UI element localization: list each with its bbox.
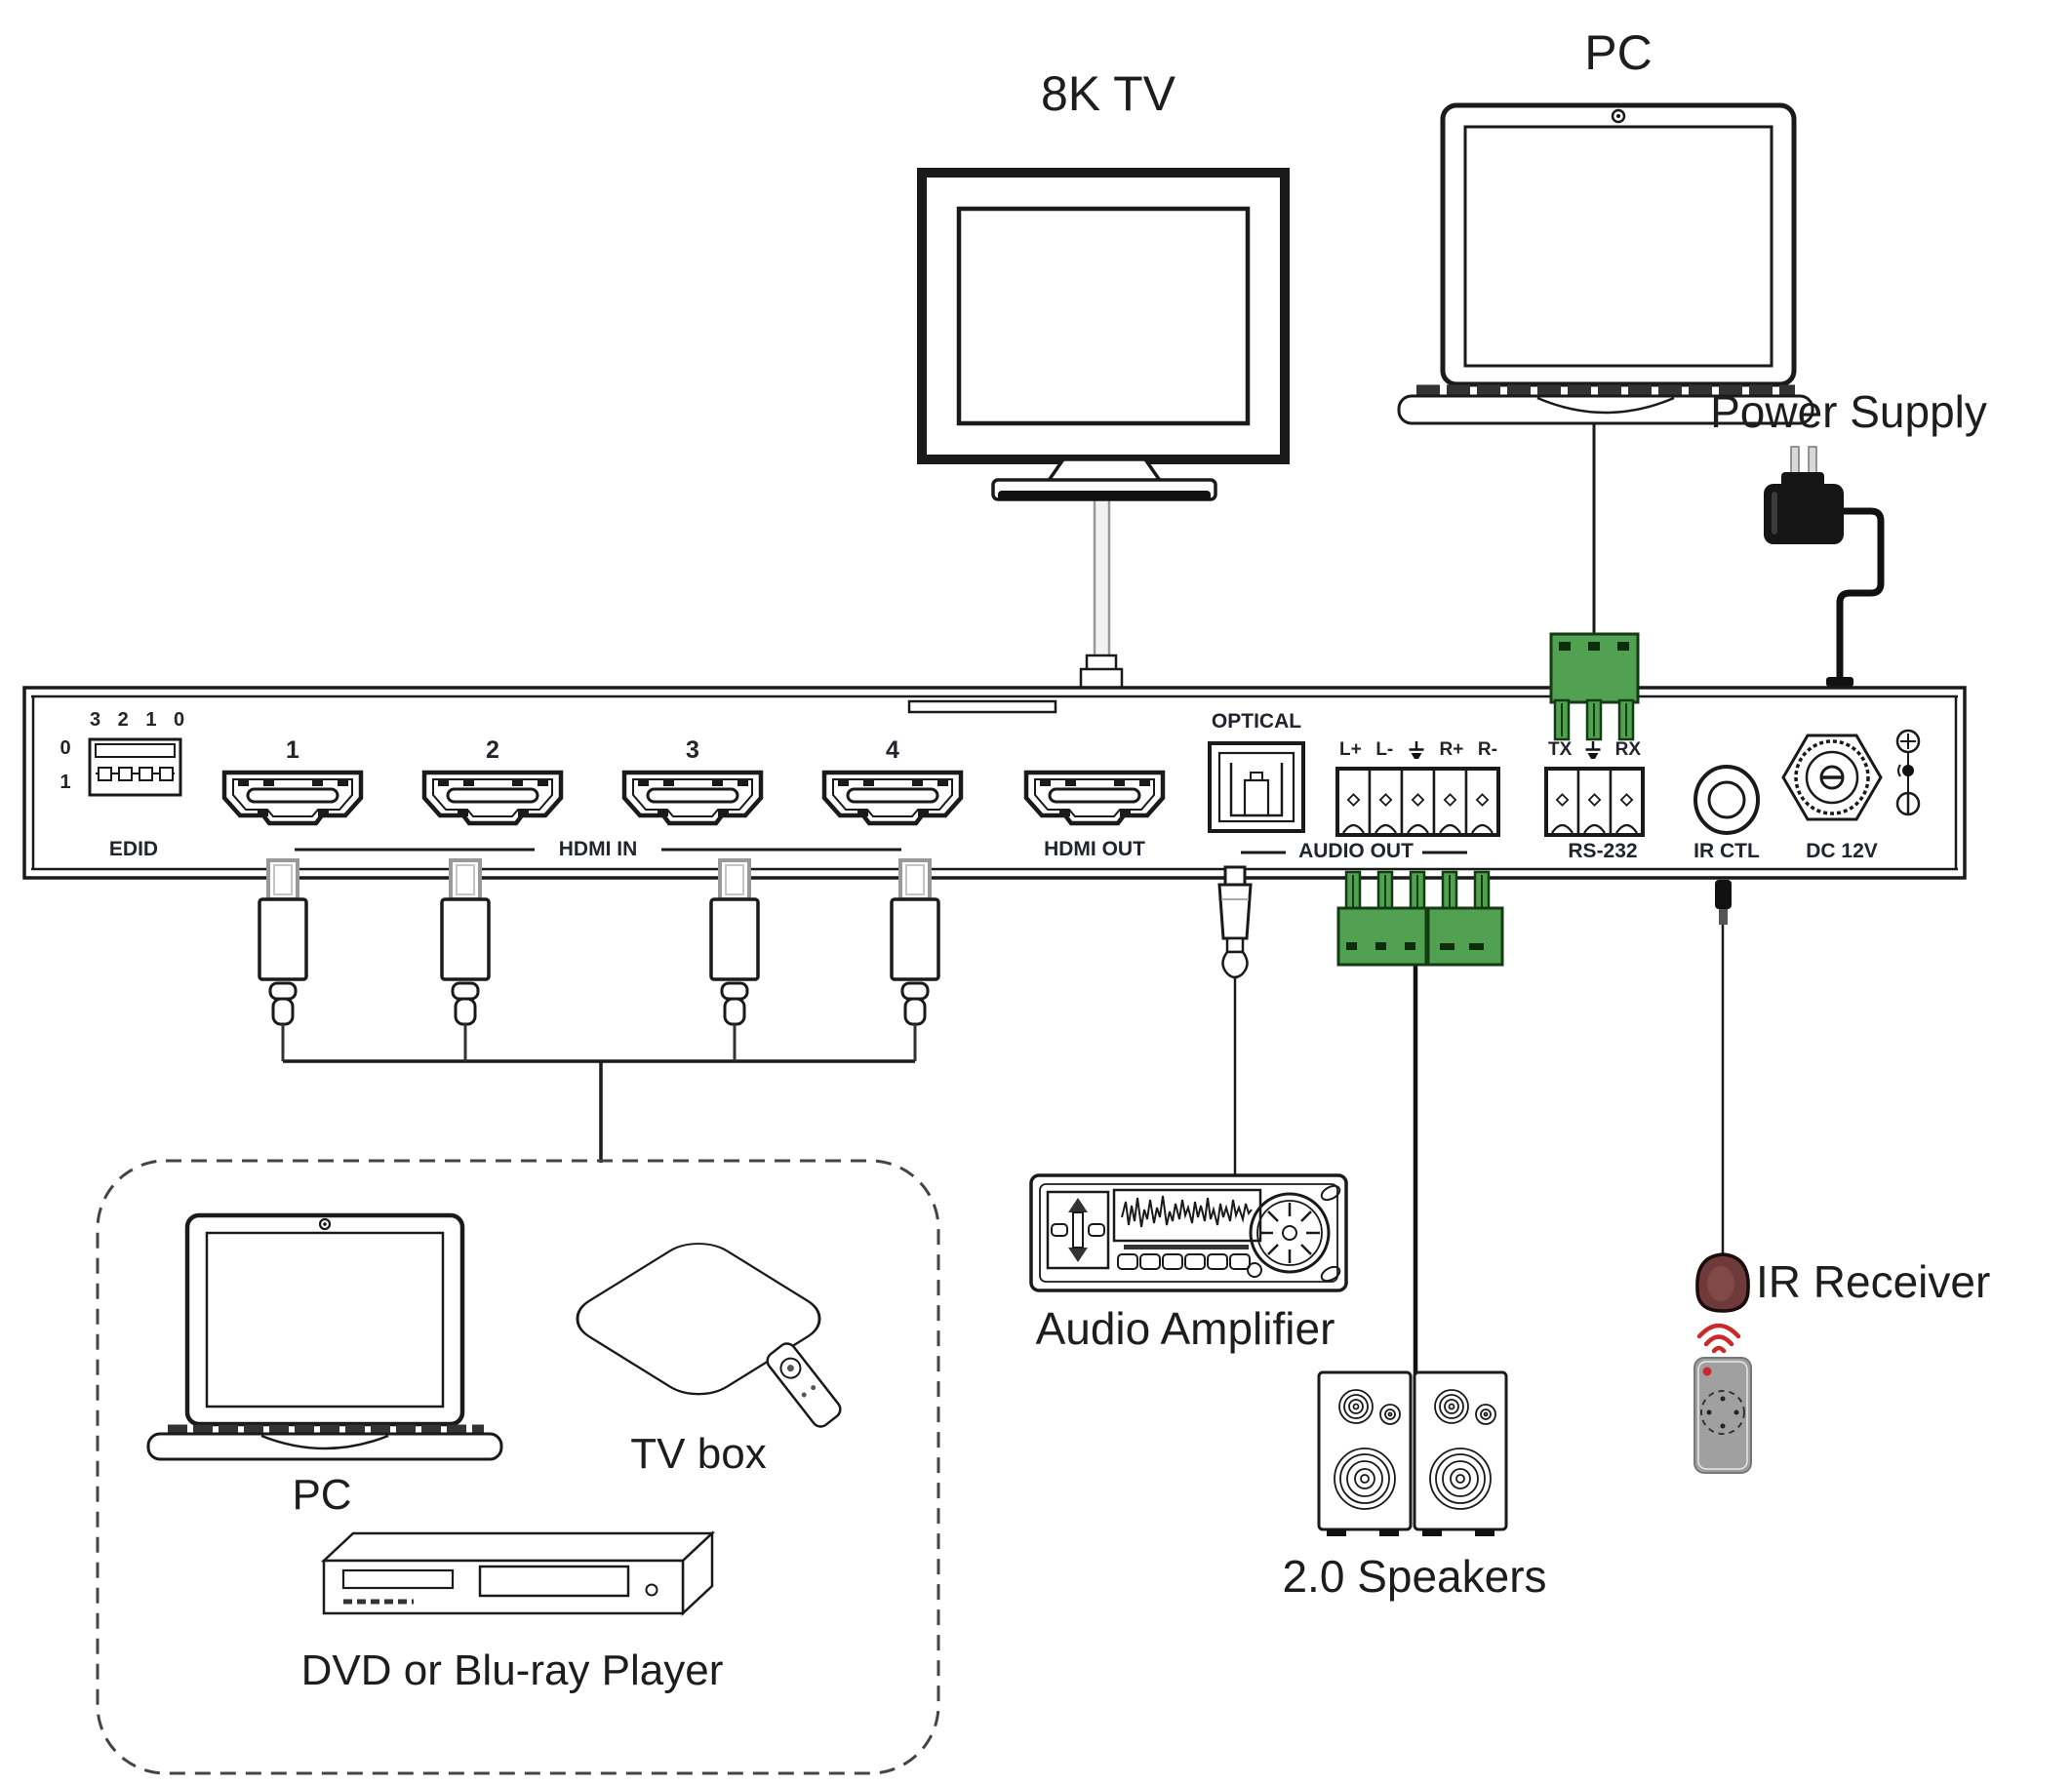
- port-number-3: 3: [686, 736, 699, 764]
- sources-group-box: [96, 1159, 940, 1775]
- pin-rx: RX: [1614, 739, 1641, 760]
- edid-dip-switch: [88, 737, 182, 797]
- rs232-pin-labels: TX RX: [1548, 737, 1641, 761]
- audio-amplifier-label: Audio Amplifier: [1035, 1303, 1335, 1354]
- power-supply-icon: [1764, 446, 1844, 544]
- dc-12v-connector: [1781, 734, 1883, 821]
- chassis-screws: [1895, 729, 1921, 816]
- pc-source-icon: [146, 1212, 503, 1461]
- rs232-terminal: [1544, 767, 1645, 837]
- dc-12v-label: DC 12V: [1806, 840, 1878, 862]
- ir-ctl-jack: [1693, 765, 1760, 835]
- ir-receiver-icon: [1695, 1252, 1750, 1313]
- hdmi-in-port-1: [224, 773, 361, 823]
- optical-label: OPTICAL: [1211, 710, 1302, 733]
- rs232-green-plug: [1549, 632, 1640, 741]
- tv-8k-icon: [917, 168, 1290, 501]
- port-number-1: 1: [286, 736, 299, 764]
- edid-dip-numbers: 3 2 1 0: [90, 709, 191, 731]
- optical-port: [1208, 741, 1305, 833]
- pc-top-icon: [1397, 102, 1814, 425]
- audio-out-green-plug: [1336, 870, 1504, 967]
- optical-plug-icon: [1217, 865, 1253, 979]
- cable-tv-hdmi: [1093, 491, 1111, 662]
- hdmi-in-port-4: [824, 773, 961, 823]
- remote-control-icon: [1693, 1357, 1752, 1474]
- audio-out-label: AUDIO OUT: [1298, 840, 1414, 862]
- pin-l-plus: L+: [1339, 739, 1362, 760]
- tv-8k-label: 8K TV: [1040, 66, 1176, 121]
- panel-vent-slot: [907, 699, 1057, 714]
- audio-out-terminal: [1335, 767, 1500, 837]
- pc-source-label: PC: [292, 1471, 352, 1519]
- speakers-label: 2.0 Speakers: [1282, 1551, 1547, 1602]
- speakers-icon: [1317, 1370, 1508, 1536]
- tv-box-label: TV box: [630, 1430, 767, 1478]
- audio-pin-labels: L+ L- R+ R-: [1339, 737, 1497, 761]
- port-number-2: 2: [486, 736, 499, 764]
- hdmi-in-port-2: [424, 773, 561, 823]
- hdmi-in-plug-4: [890, 858, 940, 1063]
- pc-top-label: PC: [1584, 25, 1653, 80]
- power-supply-label: Power Supply: [1710, 386, 1987, 437]
- ground-icon: [1409, 741, 1424, 759]
- ir-ctl-label: IR CTL: [1693, 840, 1760, 862]
- audio-amplifier-icon: [1029, 1173, 1348, 1292]
- cable-power: [1836, 507, 1885, 685]
- hdmi-in-plug-3: [709, 858, 760, 1063]
- edid-label: EDID: [108, 838, 159, 860]
- hdmi-in-plug-1: [258, 858, 308, 1063]
- hdmi-in-port-3: [624, 773, 761, 823]
- ir-signal-icon: [1696, 1323, 1741, 1354]
- pin-r-plus: R+: [1439, 739, 1464, 760]
- ground-icon: [1585, 741, 1601, 759]
- pin-tx: TX: [1548, 739, 1573, 760]
- edid-row-1: 1: [60, 772, 71, 793]
- pin-l-minus: L-: [1375, 739, 1394, 760]
- ir-plug-icon: [1715, 880, 1732, 925]
- hdmi-out-label: HDMI OUT: [1044, 838, 1145, 860]
- ir-receiver-label: IR Receiver: [1756, 1256, 1991, 1307]
- hdmi-in-label: HDMI IN: [558, 838, 638, 860]
- edid-row-0: 0: [60, 737, 71, 759]
- rs232-label: RS-232: [1568, 840, 1638, 862]
- hdmi-out-port: [1026, 773, 1163, 823]
- pin-r-minus: R-: [1477, 739, 1497, 760]
- tv-box-icon: [576, 1243, 842, 1428]
- cables: [283, 421, 1885, 1375]
- hdmi-in-plug-2: [440, 858, 491, 1063]
- dvd-player-label: DVD or Blu-ray Player: [300, 1646, 724, 1694]
- port-number-4: 4: [886, 736, 899, 764]
- tv-box-remote-icon: [766, 1342, 842, 1428]
- dvd-player-icon: [320, 1530, 716, 1616]
